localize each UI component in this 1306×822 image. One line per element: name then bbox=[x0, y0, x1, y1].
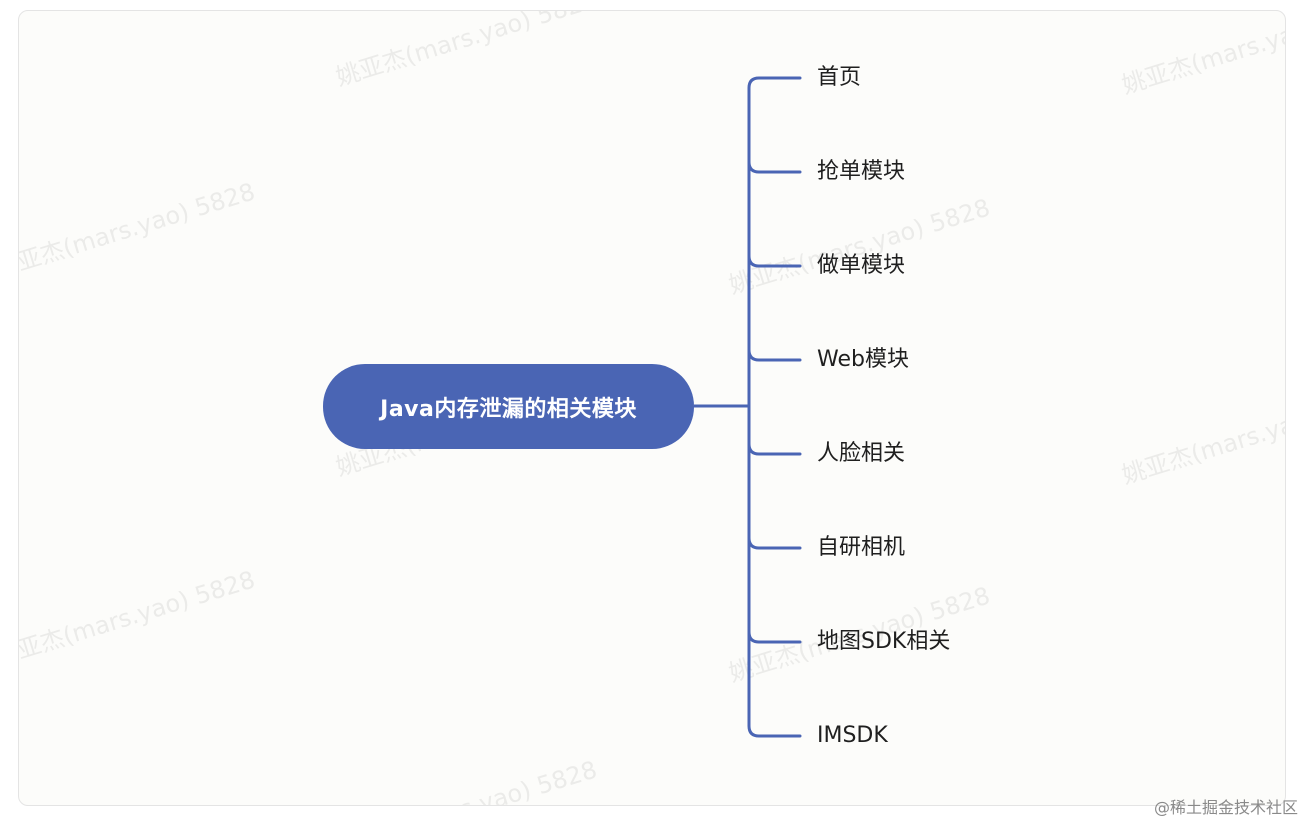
branch-connector bbox=[747, 724, 802, 738]
branch-node[interactable]: 首页 bbox=[817, 65, 862, 90]
branch-node[interactable]: 地图SDK相关 bbox=[817, 629, 951, 654]
branch-connector bbox=[747, 630, 802, 644]
branch-node[interactable]: Web模块 bbox=[817, 347, 909, 372]
root-node[interactable]: Java内存泄漏的相关模块 bbox=[323, 364, 694, 449]
branch-connector bbox=[747, 76, 802, 90]
branch-node[interactable]: IMSDK bbox=[817, 723, 888, 748]
root-node-label: Java内存泄漏的相关模块 bbox=[380, 396, 637, 422]
branch-connector bbox=[747, 348, 802, 362]
branch-connector bbox=[747, 254, 802, 268]
footer-credit: @稀土掘金技术社区 bbox=[1153, 798, 1298, 817]
branch-connector bbox=[747, 160, 802, 174]
branch-node[interactable]: 抢单模块 bbox=[817, 159, 906, 184]
branch-node[interactable]: 人脸相关 bbox=[817, 441, 906, 466]
branch-node[interactable]: 做单模块 bbox=[817, 253, 906, 278]
branch-node[interactable]: 自研相机 bbox=[817, 535, 906, 560]
branch-connector bbox=[747, 536, 802, 550]
branch-connector bbox=[747, 442, 802, 456]
